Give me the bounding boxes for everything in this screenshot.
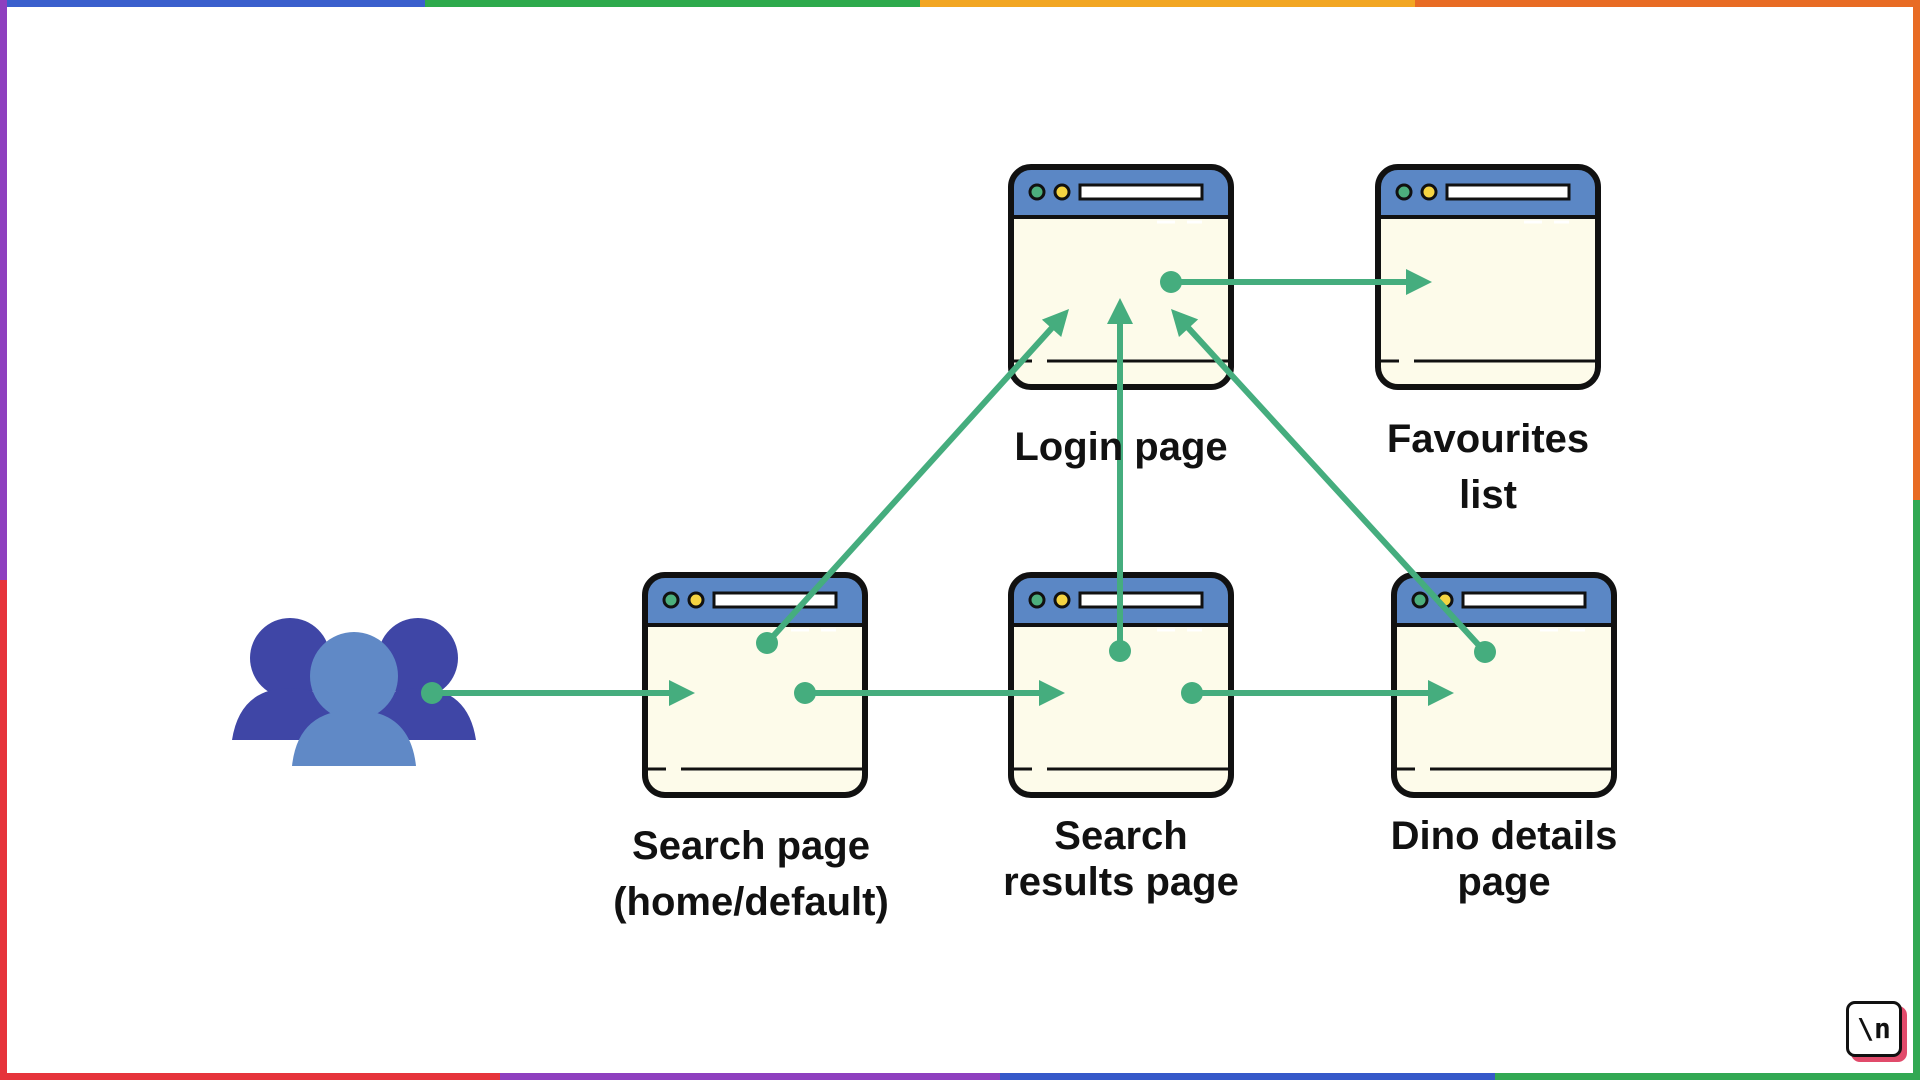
newline-logo-icon: \n xyxy=(1846,1001,1902,1057)
border-bottom-purple xyxy=(500,1073,1000,1080)
search-results-page-label: Search results page xyxy=(1003,814,1239,904)
arrow-users-to-search xyxy=(421,680,695,706)
arrow-head xyxy=(1041,309,1069,338)
border-left-red xyxy=(0,580,7,1080)
border-right-green xyxy=(1913,500,1920,1080)
border-top-green xyxy=(425,0,920,7)
arrow-start-dot xyxy=(1160,271,1182,293)
arrow-head xyxy=(1406,269,1432,295)
border-right-orange xyxy=(1913,0,1920,500)
border-left-purple xyxy=(0,0,7,580)
arrow-head xyxy=(1039,680,1065,706)
arrow-start-dot xyxy=(756,632,778,654)
arrow-results-to-login xyxy=(1107,298,1133,662)
arrow-line xyxy=(1184,324,1488,655)
arrow-search-to-results xyxy=(794,680,1065,706)
arrow-start-dot xyxy=(1181,682,1203,704)
details-window-icon xyxy=(1394,575,1614,795)
border-bottom-blue xyxy=(1000,1073,1495,1080)
arrow-search-to-login xyxy=(756,309,1069,654)
border-bottom-green xyxy=(1495,1073,1920,1080)
border-top-orange xyxy=(920,0,1415,7)
favourites-list-label: Favourites list xyxy=(1386,417,1590,517)
arrow-head xyxy=(1428,680,1454,706)
arrow-results-to-details xyxy=(1181,680,1454,706)
users-icon xyxy=(232,618,476,766)
border-bottom-red xyxy=(0,1073,500,1080)
search-page-label: Search page (home/default) xyxy=(613,824,889,924)
arrow-start-dot xyxy=(1474,641,1496,663)
arrow-line xyxy=(764,324,1056,646)
border-top-darkorange xyxy=(1415,0,1920,7)
border-top-blue xyxy=(0,0,425,7)
dino-details-page-label: Dino details page xyxy=(1390,814,1618,904)
arrow-start-dot xyxy=(421,682,443,704)
arrow-details-to-login xyxy=(1171,309,1496,663)
arrow-head xyxy=(1107,298,1133,324)
arrow-head xyxy=(669,680,695,706)
arrow-start-dot xyxy=(1109,640,1131,662)
arrow-login-to-favourites xyxy=(1160,269,1432,295)
arrow-start-dot xyxy=(794,682,816,704)
arrow-head xyxy=(1171,309,1199,337)
login-page-label: Login page xyxy=(1014,425,1228,469)
